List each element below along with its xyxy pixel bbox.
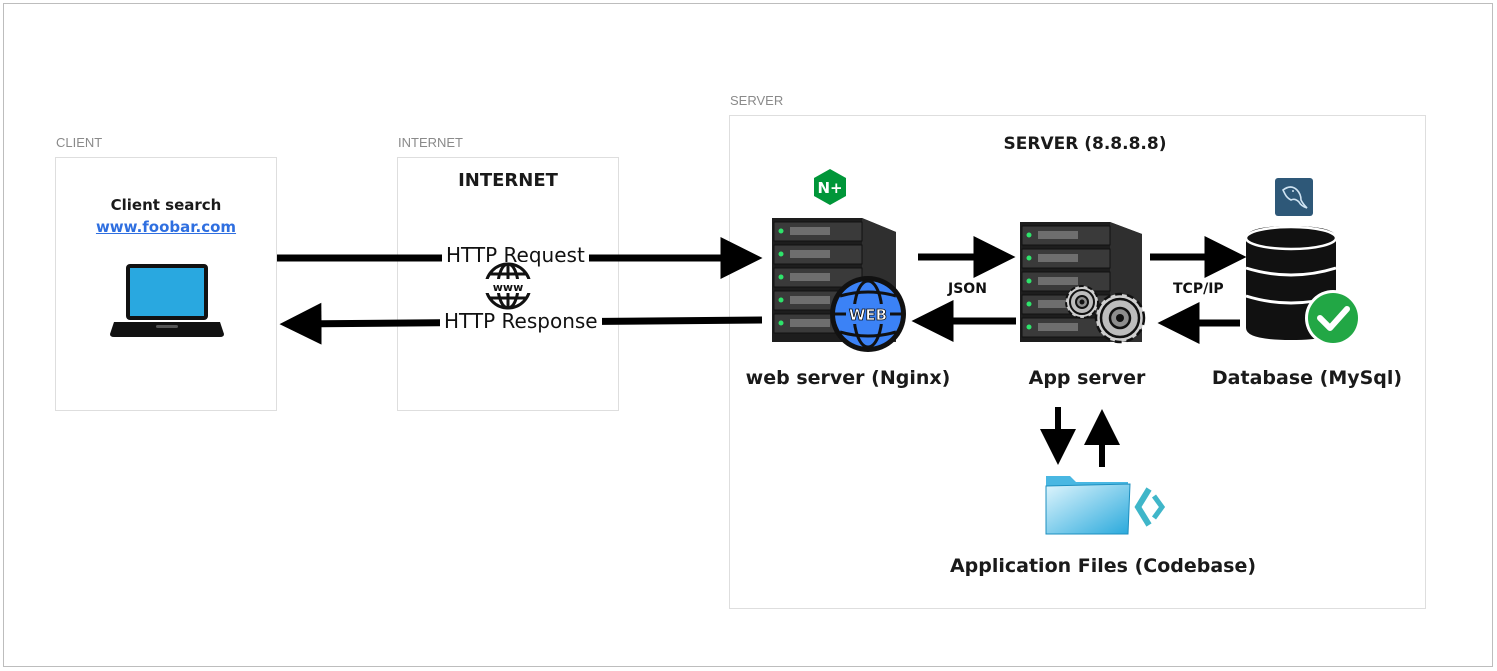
svg-text:www: www — [493, 281, 524, 294]
internet-zone-label: INTERNET — [398, 135, 463, 150]
server-zone-label: SERVER — [730, 93, 784, 108]
client-heading: Client search — [110, 196, 222, 214]
json-label: JSON — [948, 281, 987, 297]
client-link[interactable]: www.foobar.com — [95, 218, 237, 236]
app-server-label: App server — [1028, 367, 1146, 389]
gear-small — [1065, 285, 1099, 319]
app-files-label: Application Files (Codebase) — [949, 555, 1257, 577]
client-zone-label: CLIENT — [56, 135, 103, 150]
www-globe-icon: www — [483, 262, 533, 310]
svg-text:N+: N+ — [817, 179, 842, 197]
http-response-label: HTTP Response — [440, 309, 602, 333]
tcpip-label: TCP/IP — [1173, 281, 1224, 297]
gear-large — [1094, 292, 1146, 344]
server-rack-web-icon: WEB — [772, 218, 906, 352]
mysql-logo — [1275, 178, 1313, 216]
server-rack-gears-icon — [1020, 222, 1146, 344]
database-check-icon — [1244, 225, 1361, 346]
web-globe-badge: WEB — [830, 276, 906, 352]
database-label: Database (MySql) — [1211, 367, 1403, 389]
server-heading: SERVER (8.8.8.8) — [1003, 134, 1167, 154]
web-server-label: web server (Nginx) — [745, 367, 951, 389]
internet-heading: INTERNET — [458, 170, 558, 191]
code-brackets-icon — [1134, 487, 1166, 527]
laptop-icon — [110, 264, 224, 337]
svg-text:WEB: WEB — [849, 306, 887, 324]
nginx-plus-logo: N+ — [814, 169, 846, 205]
folder-icon — [1045, 476, 1131, 535]
